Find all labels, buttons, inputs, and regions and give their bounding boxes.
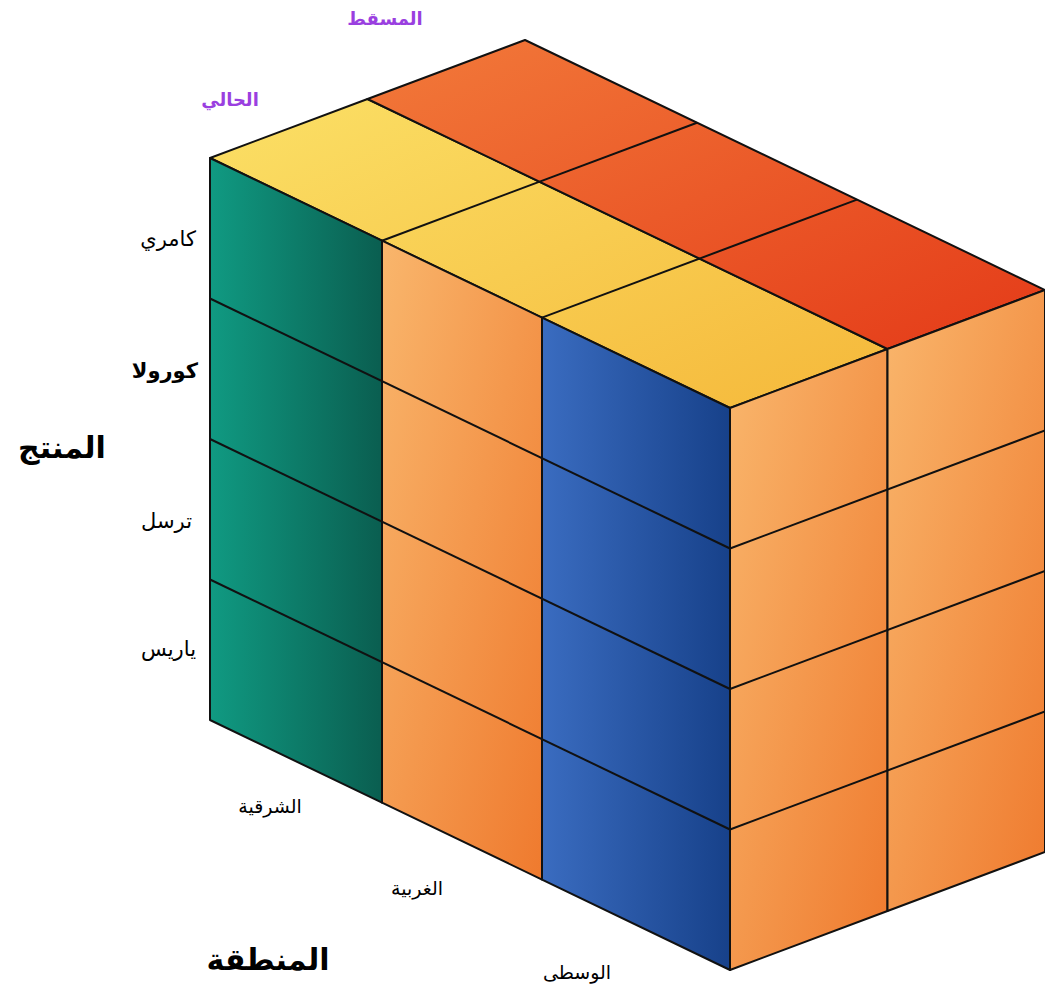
right-grid-line [730,712,1045,830]
axis-title: المنتج [18,430,106,466]
region-label: الوسطى [543,961,611,984]
right-grid-line [730,571,1045,689]
front-grid-line [210,580,730,830]
product-label: كامري [140,227,196,252]
product-label: كورولا [132,359,198,384]
front-grid-line [210,299,730,549]
top-grid-line [382,123,697,241]
product-label: ترسل [141,509,192,534]
region-label: الشرقية [238,795,302,818]
front-grid-line [210,439,730,689]
top-grid-line [542,200,857,318]
dimension-member: الحالي [201,89,259,111]
region-label: الغربية [391,877,443,900]
right-grid-line [730,431,1045,549]
dimension-member: المسقط [347,8,423,30]
product-label: ياريس [141,637,196,662]
axis-title: المنطقة [207,942,330,978]
